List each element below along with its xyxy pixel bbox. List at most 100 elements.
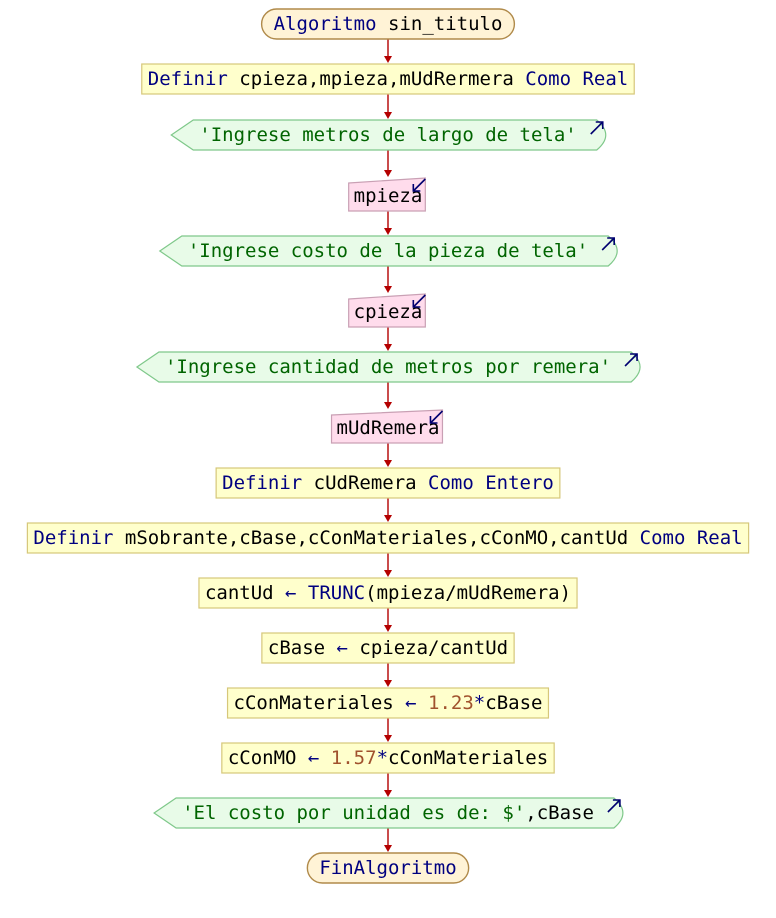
flow-arrow — [384, 94, 392, 119]
flow-arrow — [384, 327, 392, 351]
node-text-part: cConMO — [228, 747, 308, 769]
node-text-part: ,cBase — [525, 802, 594, 824]
arrow-head — [384, 625, 392, 632]
statement-box — [26, 522, 750, 554]
definition-node: Definir cUdRemera Como Entero — [215, 467, 561, 499]
flow-arrow — [384, 266, 392, 293]
node-text-part: cantUd — [205, 582, 285, 604]
statement-box — [221, 742, 555, 774]
flow-arrow — [384, 828, 392, 852]
node-text-part: 'Ingrese metros de largo de tela' — [199, 124, 577, 146]
statement-box — [198, 577, 578, 609]
node-text-part: Como Real — [525, 68, 628, 90]
node-text-part: cBase — [485, 692, 542, 714]
node-text: 'Ingrese metros de largo de tela' — [199, 124, 577, 146]
terminal-shape — [306, 852, 470, 884]
arrow-head — [384, 286, 392, 293]
node-text-part: cConMateriales — [234, 692, 406, 714]
node-text-part: FinAlgoritmo — [319, 857, 456, 879]
node-text-part: mSobrante,cBase,cConMateriales,cConMO,ca… — [125, 527, 640, 549]
flow-arrow — [384, 211, 392, 235]
node-text-part: Definir — [148, 68, 240, 90]
node-text-part: TRUNC — [308, 582, 365, 604]
statement-box — [215, 467, 561, 499]
flow-arrow — [384, 150, 392, 177]
arrow-head — [384, 845, 392, 852]
node-text: Definir cUdRemera Como Entero — [222, 472, 554, 494]
input-shape — [330, 409, 444, 444]
statement-box — [141, 63, 635, 95]
output-node: 'El costo por unidad es de: $',cBase — [153, 797, 624, 829]
assignment-node: cantUd ← TRUNC(mpieza/mUdRemera) — [198, 577, 578, 609]
output-shape — [158, 235, 618, 267]
output-shape — [170, 119, 607, 151]
arrow-head — [384, 570, 392, 577]
node-text: cConMateriales ← 1.23*cBase — [234, 692, 543, 714]
node-text-part: Algoritmo — [274, 13, 388, 35]
flow-arrow — [384, 773, 392, 797]
input-shape — [348, 177, 426, 212]
node-text: mUdRemera — [337, 417, 440, 439]
node-text-part: * — [377, 747, 388, 769]
arrow-head — [384, 460, 392, 467]
terminal-node: Algoritmo sin_titulo — [260, 8, 516, 40]
node-text: cConMO ← 1.57*cConMateriales — [228, 747, 548, 769]
node-text-part: ← — [308, 747, 331, 769]
node-text: 'Ingrese cantidad de metros por remera' — [165, 356, 611, 378]
statement-box — [261, 632, 515, 664]
output-arrow-icon — [601, 237, 615, 251]
output-shape — [153, 797, 624, 829]
output-shape — [135, 351, 641, 383]
node-text-part: Definir — [222, 472, 314, 494]
node-text-part: ← — [337, 637, 360, 659]
terminal-node: FinAlgoritmo — [306, 852, 470, 884]
assignment-node: cBase ← cpieza/cantUd — [261, 632, 515, 664]
output-arrow-icon — [607, 799, 621, 813]
arrow-head — [384, 56, 392, 63]
node-text-part: Como Entero — [428, 472, 554, 494]
node-text-part: mpieza — [354, 185, 423, 207]
node-text: 'Ingrese costo de la pieza de tela' — [188, 240, 588, 262]
input-node: mpieza — [348, 177, 426, 212]
flow-arrow — [384, 608, 392, 632]
input-arrow-icon — [412, 294, 426, 308]
definition-node: Definir mSobrante,cBase,cConMateriales,c… — [26, 522, 750, 554]
output-arrow-icon — [590, 121, 604, 135]
flow-arrow — [384, 718, 392, 742]
arrow-head — [384, 735, 392, 742]
input-shape — [348, 293, 426, 328]
input-node: cpieza — [348, 293, 426, 328]
node-text-part: cpieza,mpieza,mUdRermera — [239, 68, 525, 90]
arrow-head — [384, 170, 392, 177]
input-arrow-icon — [412, 178, 426, 192]
assignment-node: cConMateriales ← 1.23*cBase — [226, 687, 550, 719]
input-node: mUdRemera — [330, 409, 444, 444]
flow-arrows — [384, 39, 392, 852]
arrow-head — [384, 344, 392, 351]
input-arrow-icon — [429, 410, 444, 424]
node-text: FinAlgoritmo — [319, 857, 456, 879]
node-text-part: 'El costo por unidad es de: $' — [182, 802, 525, 824]
arrow-head — [384, 112, 392, 119]
flow-arrow — [384, 443, 392, 467]
node-text: cBase ← cpieza/cantUd — [268, 637, 508, 659]
output-node: 'Ingrese metros de largo de tela' — [170, 119, 607, 151]
node-text: Definir cpieza,mpieza,mUdRermera Como Re… — [148, 68, 628, 90]
definition-node: Definir cpieza,mpieza,mUdRermera Como Re… — [141, 63, 635, 95]
assignment-node: cConMO ← 1.57*cConMateriales — [221, 742, 555, 774]
arrow-head — [384, 228, 392, 235]
node-text: cpieza — [354, 301, 423, 323]
node-text-part: Definir — [33, 527, 125, 549]
node-text-part: cUdRemera — [314, 472, 428, 494]
output-node: 'Ingrese costo de la pieza de tela' — [158, 235, 618, 267]
node-text-part: (mpieza/mUdRemera) — [365, 582, 571, 604]
node-text: mpieza — [354, 185, 423, 207]
node-text-part: 'Ingrese cantidad de metros por remera' — [165, 356, 611, 378]
node-text-part: cpieza — [354, 301, 423, 323]
node-text-part: cBase — [268, 637, 337, 659]
node-text-part: sin_titulo — [388, 13, 502, 35]
flow-arrow — [384, 663, 392, 687]
arrow-head — [384, 790, 392, 797]
